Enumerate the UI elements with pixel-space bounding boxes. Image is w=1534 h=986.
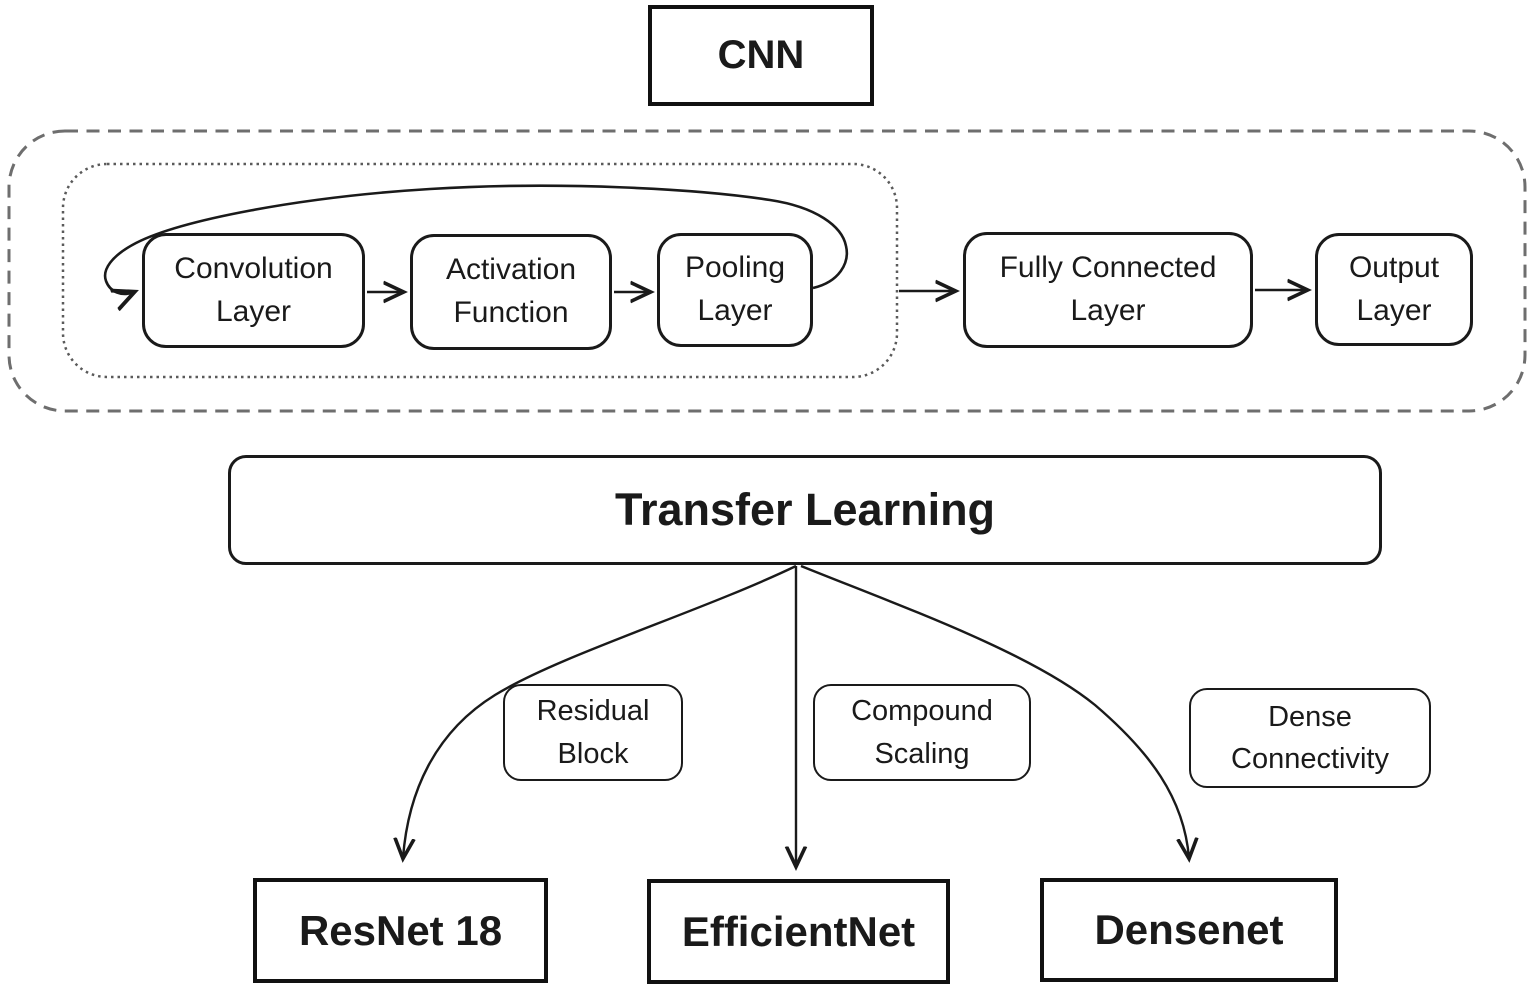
feature-extraction-dotted-container	[61, 162, 899, 379]
convolution-layer-box: Convolution Layer	[142, 233, 365, 348]
transfer-learning-box: Transfer Learning	[228, 455, 1382, 565]
feedback-loop-arrow	[103, 184, 849, 294]
arrow-transfer-to-densenet	[800, 564, 1189, 858]
cnn-title-box: CNN	[648, 5, 874, 106]
pooling-layer-box: Pooling Layer	[657, 233, 813, 347]
densenet-box: Densenet	[1040, 878, 1338, 982]
dense-connectivity-label: Dense Connectivity	[1189, 688, 1431, 788]
activation-function-box: Activation Function	[410, 234, 612, 350]
residual-block-label: Residual Block	[503, 684, 683, 781]
output-layer-box: Output Layer	[1315, 233, 1473, 346]
fully-connected-layer-box: Fully Connected Layer	[963, 232, 1253, 348]
compound-scaling-label: Compound Scaling	[813, 684, 1031, 781]
arrow-transfer-to-resnet	[403, 564, 797, 858]
efficientnet-box: EfficientNet	[647, 879, 950, 984]
cnn-dashed-container	[7, 129, 1527, 413]
resnet18-box: ResNet 18	[253, 878, 548, 983]
